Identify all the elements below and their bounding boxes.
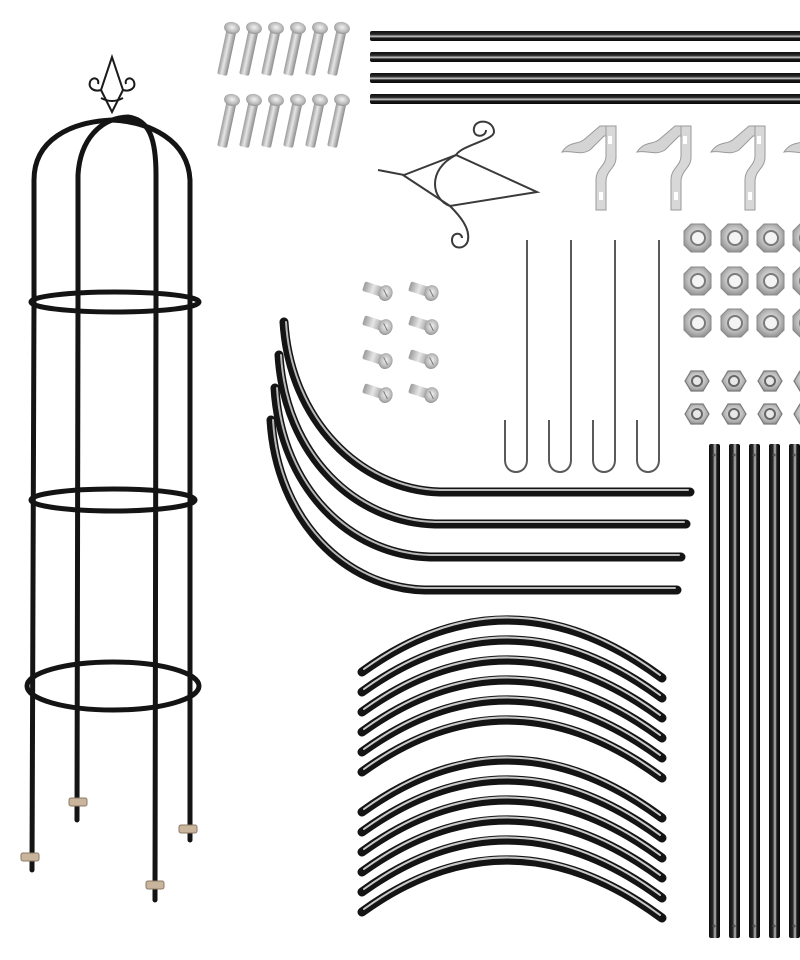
assembled-trellis [20, 53, 202, 903]
finial-part-icon [377, 120, 541, 249]
vertical-rods-group [709, 444, 800, 938]
straight-top-rods [370, 31, 800, 104]
ring-arcs-group [357, 615, 667, 923]
lock-nuts-group [683, 223, 800, 338]
trellis-legs [29, 297, 193, 903]
hex-nuts-group [684, 370, 800, 425]
short-bolts-group [360, 277, 442, 406]
trellis-rings [24, 289, 202, 713]
ground-stakes-group [504, 239, 660, 473]
long-bolts-group [214, 20, 352, 149]
trellis-finial-icon [88, 53, 136, 115]
curved-top-legs [266, 317, 695, 595]
ground-clips [20, 797, 198, 890]
brackets-group [561, 125, 800, 211]
